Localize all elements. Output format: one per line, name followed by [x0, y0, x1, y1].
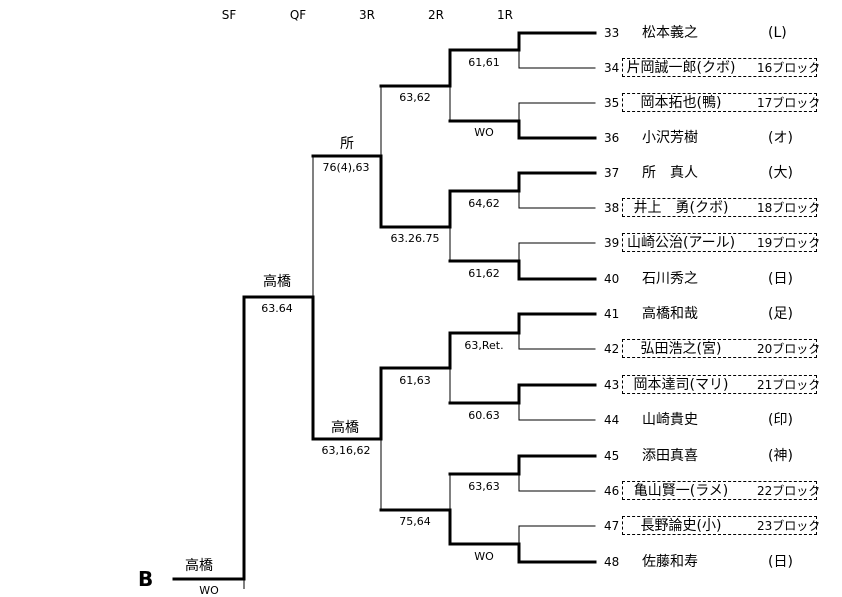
player-name: 石川秀之: [642, 271, 698, 287]
qualifier-box: [622, 516, 817, 535]
score-2r: 63.26.75: [390, 232, 440, 245]
block-label: B: [138, 567, 154, 591]
player-seed-number: 47: [604, 519, 620, 533]
round-header-1r: 1R: [497, 8, 513, 22]
r1-winner-lines: [448, 48, 521, 546]
r3-winner-lines: [311, 154, 383, 441]
player-seed-number: 41: [604, 307, 620, 321]
player-seed-number: 44: [604, 413, 620, 427]
player-seed-number: 42: [604, 342, 620, 356]
player-name: 山崎貴史: [642, 412, 698, 428]
round-header-qf: QF: [289, 8, 307, 22]
sf-winner: 高橋: [185, 558, 213, 574]
qualifier-block: 17ブロック: [757, 96, 821, 110]
qualifier-box: [622, 481, 817, 500]
qualifier-box: [622, 93, 817, 112]
score-1r: 64,62: [468, 197, 500, 210]
player-name: 佐藤和寿: [642, 554, 698, 570]
player-affiliation: (足): [768, 306, 793, 322]
player-seed-number: 45: [604, 449, 620, 463]
round-header-3r: 3R: [359, 8, 375, 22]
player-seed-number: 40: [604, 272, 620, 286]
player-name: 松本義之: [642, 25, 698, 41]
qf-winner: 高橋: [263, 274, 291, 290]
r3-score: 76(4),63: [322, 161, 370, 174]
score-1r: 63,63: [468, 480, 500, 493]
player-name: 添田真喜: [642, 448, 698, 464]
player-affiliation: (日): [768, 271, 793, 287]
qualifier-block: 21ブロック: [757, 378, 821, 392]
score-2r: 75,64: [399, 515, 431, 528]
player-lines: [517, 31, 597, 564]
player-seed-number: 46: [604, 484, 620, 498]
qualifier-block: 18ブロック: [757, 201, 821, 215]
qf-score: 63.64: [261, 302, 293, 315]
player-affiliation: (オ): [768, 130, 793, 146]
score-1r: WO: [474, 550, 494, 563]
player-name: 片岡誠一郎(クボ): [626, 60, 736, 76]
qualifier-block: 20ブロック: [757, 342, 821, 356]
player-seed-number: 35: [604, 96, 620, 110]
sf-lines: [172, 295, 246, 589]
qualifier-box: [622, 375, 817, 394]
player-seed-number: 33: [604, 26, 620, 40]
qualifier-box: [622, 198, 817, 217]
player-seed-number: 34: [604, 61, 620, 75]
player-name: 所 真人: [642, 165, 698, 181]
player-affiliation: (神): [768, 448, 793, 464]
score-1r: 61,62: [468, 267, 500, 280]
player-seed-number: 37: [604, 166, 620, 180]
qualifier-box: [622, 339, 817, 358]
r3-winner: 高橋: [331, 420, 359, 436]
r3-winner: 所: [340, 136, 354, 152]
score-1r: 63,Ret.: [464, 339, 504, 352]
qualifier-box: [622, 233, 817, 252]
player-name: 井上 勇(クボ): [633, 200, 729, 216]
player-name: 高橋和哉: [642, 306, 698, 322]
player-name: 弘田浩之(宮): [640, 341, 722, 357]
score-2r: 61,63: [399, 374, 431, 387]
player-name: 岡本拓也(鴨): [640, 95, 722, 111]
qualifier-block: 22ブロック: [757, 484, 821, 498]
player-affiliation: (印): [768, 412, 793, 428]
round-header-sf: SF: [221, 8, 237, 22]
player-affiliation: (L): [768, 25, 787, 41]
r2-winner-lines: [379, 84, 452, 512]
player-seed-number: 39: [604, 236, 620, 250]
qf-lines: [242, 155, 315, 441]
r3-score: 63,16,62: [321, 444, 371, 457]
player-name: 長野論史(小): [640, 518, 722, 534]
qualifier-box: [622, 58, 817, 77]
player-affiliation: (日): [768, 554, 793, 570]
score-2r: 63,62: [399, 91, 431, 104]
qualifier-block: 16ブロック: [757, 61, 821, 75]
sf-score: WO: [199, 584, 219, 597]
player-name: 山崎公治(アール): [626, 235, 736, 251]
player-seed-number: 36: [604, 131, 620, 145]
player-name: 岡本達司(マリ): [633, 377, 729, 393]
player-name: 小沢芳樹: [642, 130, 698, 146]
qualifier-block: 19ブロック: [757, 236, 821, 250]
player-seed-number: 43: [604, 378, 620, 392]
player-affiliation: (大): [768, 165, 793, 181]
score-1r: 61,61: [468, 56, 500, 69]
player-seed-number: 48: [604, 555, 620, 569]
player-name: 亀山賢一(ラメ): [633, 483, 729, 499]
player-seed-number: 38: [604, 201, 620, 215]
round-header-2r: 2R: [428, 8, 444, 22]
score-1r: WO: [474, 126, 494, 139]
qualifier-block: 23ブロック: [757, 519, 821, 533]
score-1r: 60.63: [468, 409, 500, 422]
